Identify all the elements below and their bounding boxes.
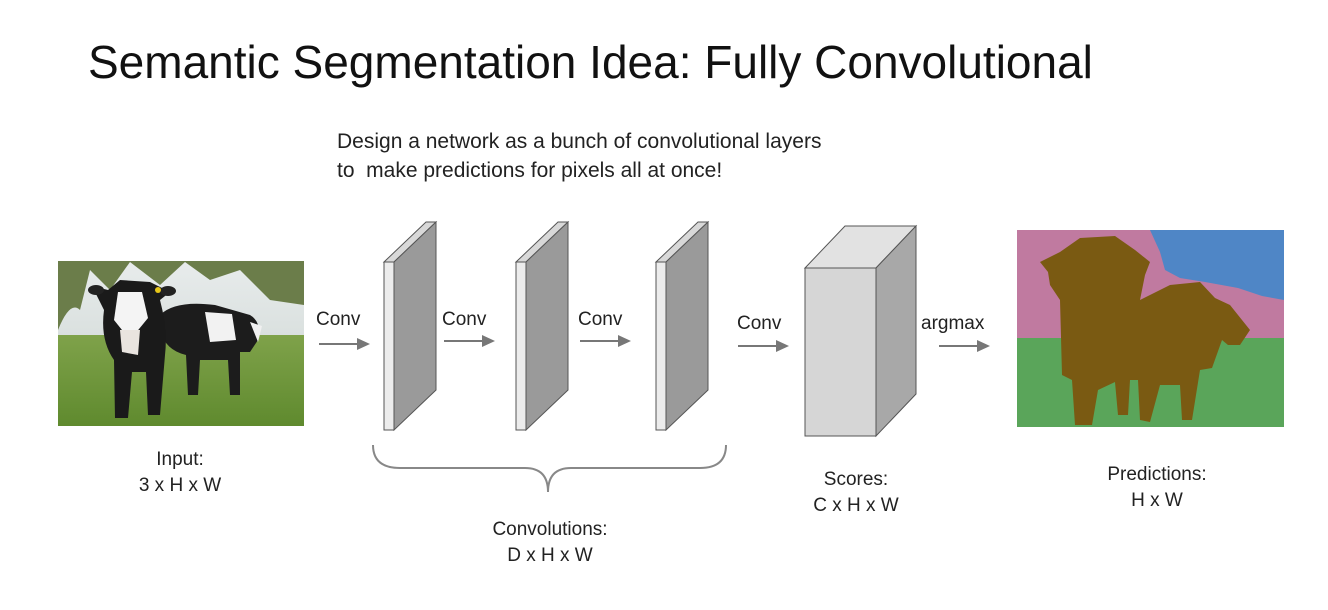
- input-cow-photo: [58, 261, 304, 426]
- scores-caption-line-2: C x H x W: [813, 495, 899, 516]
- arrow-label-argmax: argmax: [921, 313, 985, 334]
- arrow-conv-2: [444, 335, 495, 347]
- convolutions-caption-line-1: Convolutions:: [492, 519, 608, 540]
- scores-caption: Scores: C x H x W: [786, 467, 926, 519]
- predictions-caption: Predictions: H x W: [1082, 462, 1232, 514]
- arrow-label-conv-2: Conv: [442, 309, 487, 330]
- arrow-conv-3: [580, 335, 631, 347]
- conv-layer-1: [382, 220, 438, 432]
- predictions-caption-line-2: H x W: [1131, 490, 1183, 511]
- input-caption-line-2: 3 x H x W: [138, 475, 222, 496]
- conv-layer-3: [654, 220, 710, 432]
- convolutions-caption-line-2: D x H x W: [507, 545, 593, 566]
- scores-block: [803, 224, 918, 438]
- arrow-label-conv-4: Conv: [737, 313, 782, 334]
- input-caption: Input: 3 x H x W: [110, 447, 250, 499]
- convolutions-caption: Convolutions: D x H x W: [470, 517, 630, 569]
- conv-layer-2: [514, 220, 570, 432]
- input-caption-line-1: Input:: [156, 449, 204, 470]
- scores-caption-line-1: Scores:: [823, 469, 889, 490]
- predictions-caption-line-1: Predictions:: [1107, 464, 1207, 485]
- convolutions-brace: [372, 444, 727, 493]
- slide-title: Semantic Segmentation Idea: Fully Convol…: [88, 36, 1093, 88]
- arrow-conv-1: [319, 338, 370, 350]
- arrow-label-conv-1: Conv: [316, 309, 361, 330]
- subtitle-line-1: Design a network as a bunch of convoluti…: [337, 130, 822, 153]
- arrow-label-conv-3: Conv: [578, 309, 623, 330]
- slide-subtitle: Design a network as a bunch of convoluti…: [337, 127, 821, 185]
- subtitle-line-2: to make predictions for pixels all at on…: [337, 159, 723, 182]
- predictions-segmentation-map: [1017, 230, 1284, 427]
- arrow-conv-4: [738, 340, 789, 352]
- arrow-argmax: [939, 340, 990, 352]
